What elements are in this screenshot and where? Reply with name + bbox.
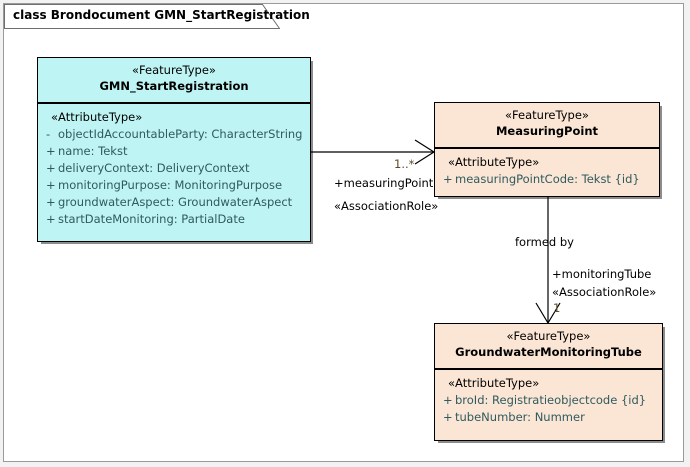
attribute-row: + measuringPointCode: Tekst {id}	[435, 171, 659, 188]
attribute-signature: deliveryContext: DeliveryContext	[58, 161, 250, 175]
attribute-visibility: +	[46, 195, 56, 209]
class-attributes-gmn-startregistration: «AttributeType» - objectIdAccountablePar…	[38, 104, 310, 234]
attribute-signature: name: Tekst	[58, 144, 128, 158]
title-tab-shape	[4, 4, 280, 29]
attribute-row: + tubeNumber: Nummer	[435, 409, 662, 426]
attribute-compartment-stereotype: «AttributeType»	[51, 110, 143, 124]
attribute-signature: groundwaterAspect: GroundwaterAspect	[58, 195, 293, 209]
connector-role-target: +monitoringTube	[552, 267, 652, 281]
attribute-visibility: +	[46, 212, 56, 226]
class-header-measuringpoint: «FeatureType» MeasuringPoint	[435, 103, 659, 149]
diagram-title: class Brondocument GMN_StartRegistration	[13, 8, 310, 22]
attribute-signature: measuringPointCode: Tekst {id}	[455, 172, 640, 186]
connector-role-target: +measuringPoint	[334, 176, 434, 190]
class-box-measuringpoint[interactable]: «FeatureType» MeasuringPoint «AttributeT…	[434, 102, 660, 197]
connector-role-stereotype: «AssociationRole»	[552, 285, 657, 299]
class-stereotype: «FeatureType»	[506, 329, 591, 343]
class-attributes-measuringpoint: «AttributeType» + measuringPointCode: Te…	[435, 149, 659, 194]
attribute-signature: tubeNumber: Nummer	[455, 410, 585, 424]
class-attributes-groundwatermonitoringtube: «AttributeType» + broId: Registratieobje…	[435, 370, 662, 432]
connector-role-stereotype: «AssociationRole»	[334, 199, 439, 213]
attribute-compartment-stereotype: «AttributeType»	[448, 376, 540, 390]
attribute-visibility: +	[443, 410, 453, 424]
attribute-row: + name: Tekst	[38, 143, 310, 160]
attribute-visibility: -	[46, 127, 51, 141]
class-name: MeasuringPoint	[495, 124, 599, 138]
attribute-signature: broId: Registratieobjectcode {id}	[455, 393, 647, 407]
attribute-row: + startDateMonitoring: PartialDate	[38, 211, 310, 228]
attribute-signature: monitoringPurpose: MonitoringPurpose	[58, 178, 283, 192]
class-header-groundwatermonitoringtube: «FeatureType» GroundwaterMonitoringTube	[435, 324, 662, 370]
class-box-gmn-startregistration[interactable]: «FeatureType» GMN_StartRegistration «Att…	[37, 57, 311, 242]
attribute-visibility: +	[46, 161, 56, 175]
class-header-gmn-startregistration: «FeatureType» GMN_StartRegistration	[38, 58, 310, 104]
attribute-row: + groundwaterAspect: GroundwaterAspect	[38, 194, 310, 211]
attribute-row: + broId: Registratieobjectcode {id}	[435, 392, 662, 409]
connector-multiplicity-target: 1	[553, 301, 561, 315]
attribute-visibility: +	[46, 144, 56, 158]
connector-multiplicity-target: 1..*	[394, 157, 415, 171]
class-name: GroundwaterMonitoringTube	[455, 345, 642, 359]
attribute-row: + monitoringPurpose: MonitoringPurpose	[38, 177, 310, 194]
attribute-visibility: +	[46, 178, 56, 192]
attribute-visibility: +	[443, 393, 453, 407]
attribute-row: + deliveryContext: DeliveryContext	[38, 160, 310, 177]
attribute-row: - objectIdAccountableParty: CharacterStr…	[38, 126, 310, 143]
class-stereotype: «FeatureType»	[505, 108, 589, 122]
attribute-visibility: +	[443, 172, 453, 186]
class-stereotype: «FeatureType»	[132, 63, 216, 77]
connector-name-formed-by: formed by	[515, 235, 574, 249]
class-box-groundwatermonitoringtube[interactable]: «FeatureType» GroundwaterMonitoringTube …	[434, 323, 663, 441]
attribute-signature: objectIdAccountableParty: CharacterStrin…	[58, 127, 303, 141]
class-name: GMN_StartRegistration	[99, 79, 249, 93]
attribute-compartment-stereotype: «AttributeType»	[448, 155, 540, 169]
diagram-title-tab: class Brondocument GMN_StartRegistration	[4, 4, 310, 29]
attribute-signature: startDateMonitoring: PartialDate	[58, 212, 245, 226]
